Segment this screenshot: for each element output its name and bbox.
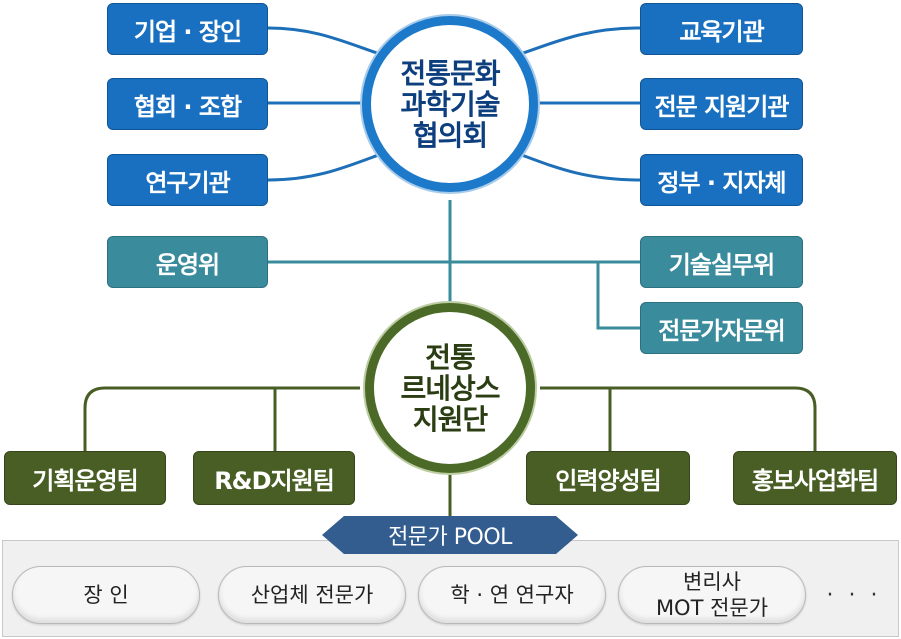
box-research-institute: 연구기관 — [107, 154, 268, 206]
connector-research — [267, 148, 393, 182]
box-steering-committee: 운영위 — [107, 236, 268, 288]
pool-item-patent-mot-expert: 변리사 MOT 전문가 — [618, 566, 806, 624]
box-pr-commercialization-team: 홍보사업화팀 — [733, 451, 897, 505]
box-technical-committee: 기술실무위 — [640, 236, 803, 288]
box-expert-support-institute: 전문 지원기관 — [640, 78, 803, 130]
box-training-team: 인력양성팀 — [526, 451, 690, 505]
box-advisory-committee: 전문가자문위 — [640, 302, 803, 354]
connector-team-right — [540, 386, 817, 452]
pool-ellipsis: · · · — [826, 582, 882, 608]
box-association-union: 협회 · 조합 — [107, 78, 268, 130]
connector-government — [507, 148, 641, 182]
pool-item-industry-expert: 산업체 전문가 — [218, 566, 406, 624]
support-circle-label: 전통 르네상스 지원단 — [400, 340, 500, 436]
box-education-institute: 교육기관 — [640, 3, 803, 55]
expert-pool-label: 전문가 POOL — [322, 516, 578, 554]
council-circle: 전통문화 과학기술 협의회 — [362, 16, 538, 192]
connector-team-left — [83, 386, 360, 452]
box-company-artisan: 기업 · 장인 — [107, 3, 268, 55]
box-planning-team: 기획운영팀 — [4, 451, 166, 505]
council-circle-label: 전통문화 과학기술 협의회 — [400, 56, 500, 152]
box-government-local: 정부 · 지자체 — [640, 154, 803, 206]
pool-item-artisan: 장 인 — [12, 566, 200, 624]
connector-company — [267, 26, 393, 60]
connector-education — [507, 26, 641, 60]
pool-item-academic-researcher: 학 · 연 연구자 — [418, 566, 606, 624]
box-rnd-team: R&D지원팀 — [193, 451, 355, 505]
connector-advisory — [596, 262, 640, 330]
support-circle: 전통 르네상스 지원단 — [365, 303, 535, 473]
